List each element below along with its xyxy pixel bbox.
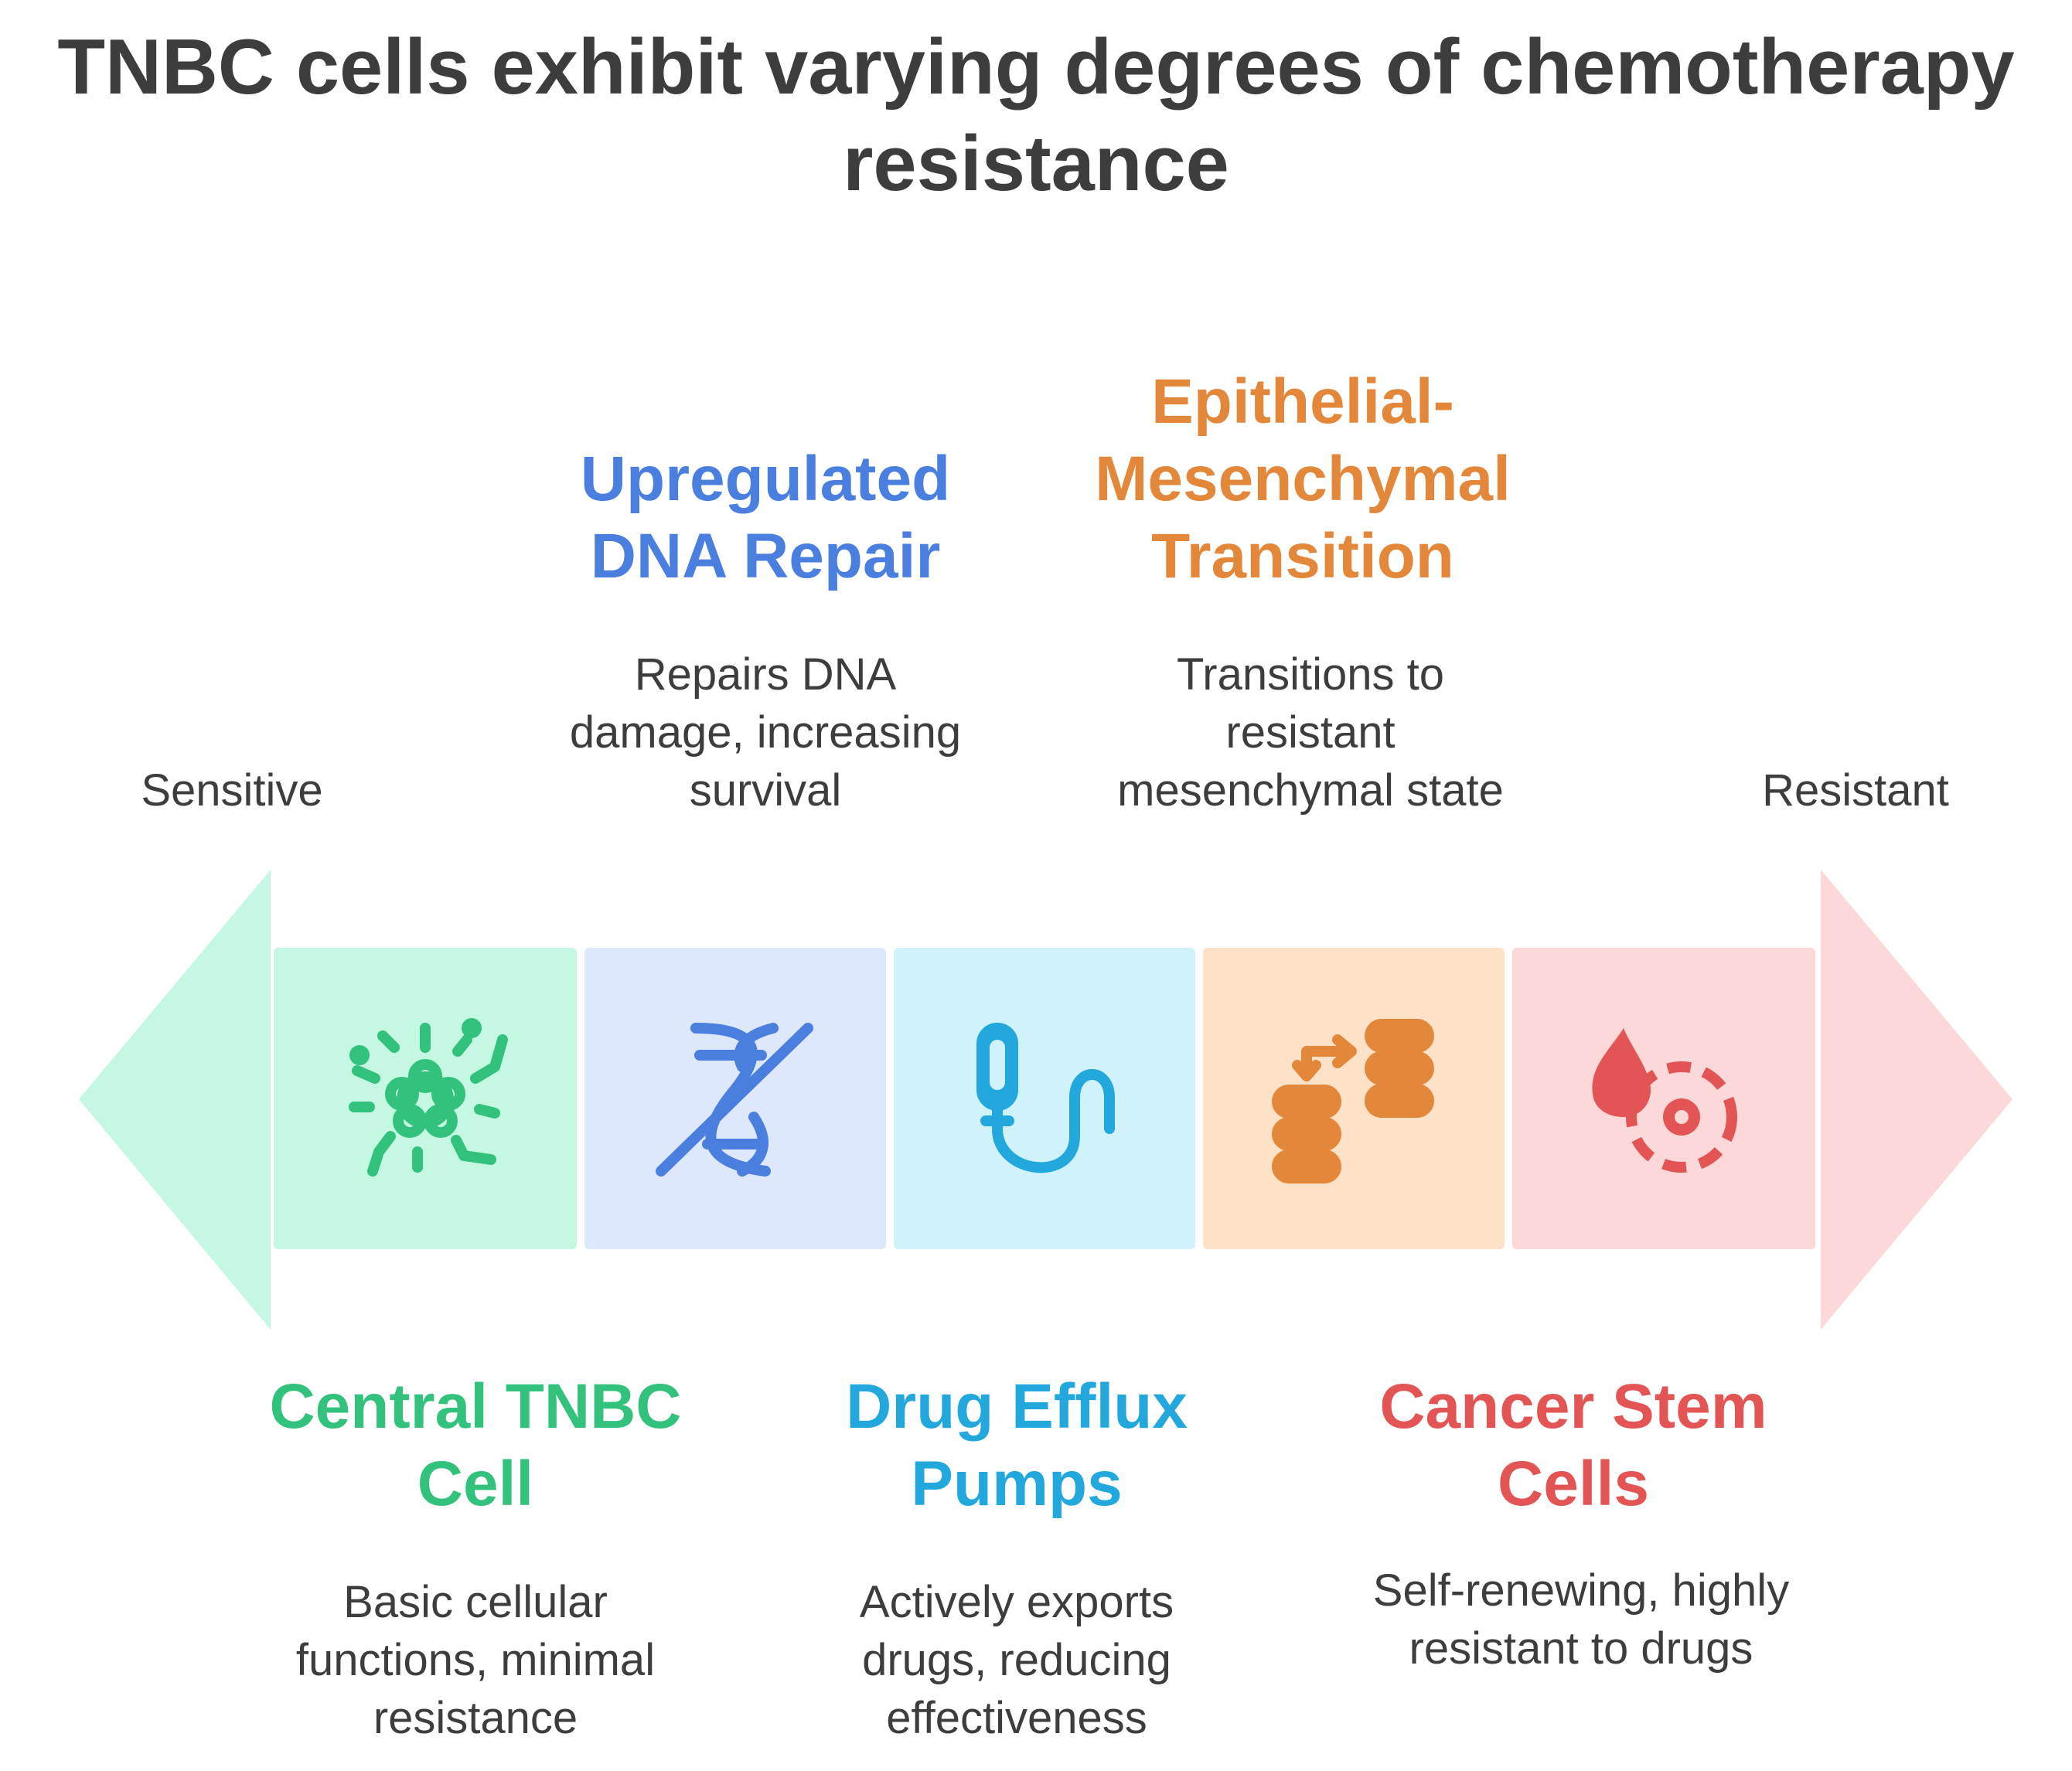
stage-desc-efflux-pumps: Actively exports drugs, reducing effecti… <box>859 1577 1174 1743</box>
stage-title-dna-repair: Upregulated DNA Repair <box>580 444 951 591</box>
stage-box-central-tnbc <box>274 948 577 1249</box>
stage-desc-cancer-stem: Self-renewing, highly resistant to drugs <box>1372 1565 1790 1674</box>
transition-icon <box>1272 1019 1434 1184</box>
stage-title-central-tnbc: Central TNBC Cell <box>269 1371 682 1519</box>
dna-off-icon <box>656 1023 813 1177</box>
stem-cell-icon <box>1592 1028 1737 1173</box>
right-arrow-head <box>1821 870 2012 1330</box>
stage-desc-dna-repair: Repairs DNA damage, increasing survival <box>569 649 962 816</box>
stage-title-cancer-stem: Cancer Stem Cells <box>1379 1371 1767 1519</box>
stage-box-cancer-stem <box>1512 948 1815 1249</box>
resistant-label: Resistant <box>1762 765 1949 816</box>
stage-desc-central-tnbc: Basic cellular functions, minimal resist… <box>295 1577 656 1743</box>
pump-icon <box>976 1023 1115 1173</box>
stage-box-emt <box>1203 948 1505 1249</box>
diagram-title: TNBC cells exhibit varying degrees of ch… <box>57 24 2015 207</box>
cell-icon <box>349 1018 508 1177</box>
stage-title-emt: Epithelial- Mesenchymal Transition <box>1095 366 1511 591</box>
left-arrow-head <box>79 870 271 1330</box>
stage-box-efflux-pumps <box>894 948 1195 1249</box>
stage-title-efflux-pumps: Drug Efflux Pumps <box>846 1371 1188 1519</box>
stage-desc-emt: Transitions to resistant mesenchymal sta… <box>1117 649 1504 816</box>
sensitive-label: Sensitive <box>141 765 323 816</box>
